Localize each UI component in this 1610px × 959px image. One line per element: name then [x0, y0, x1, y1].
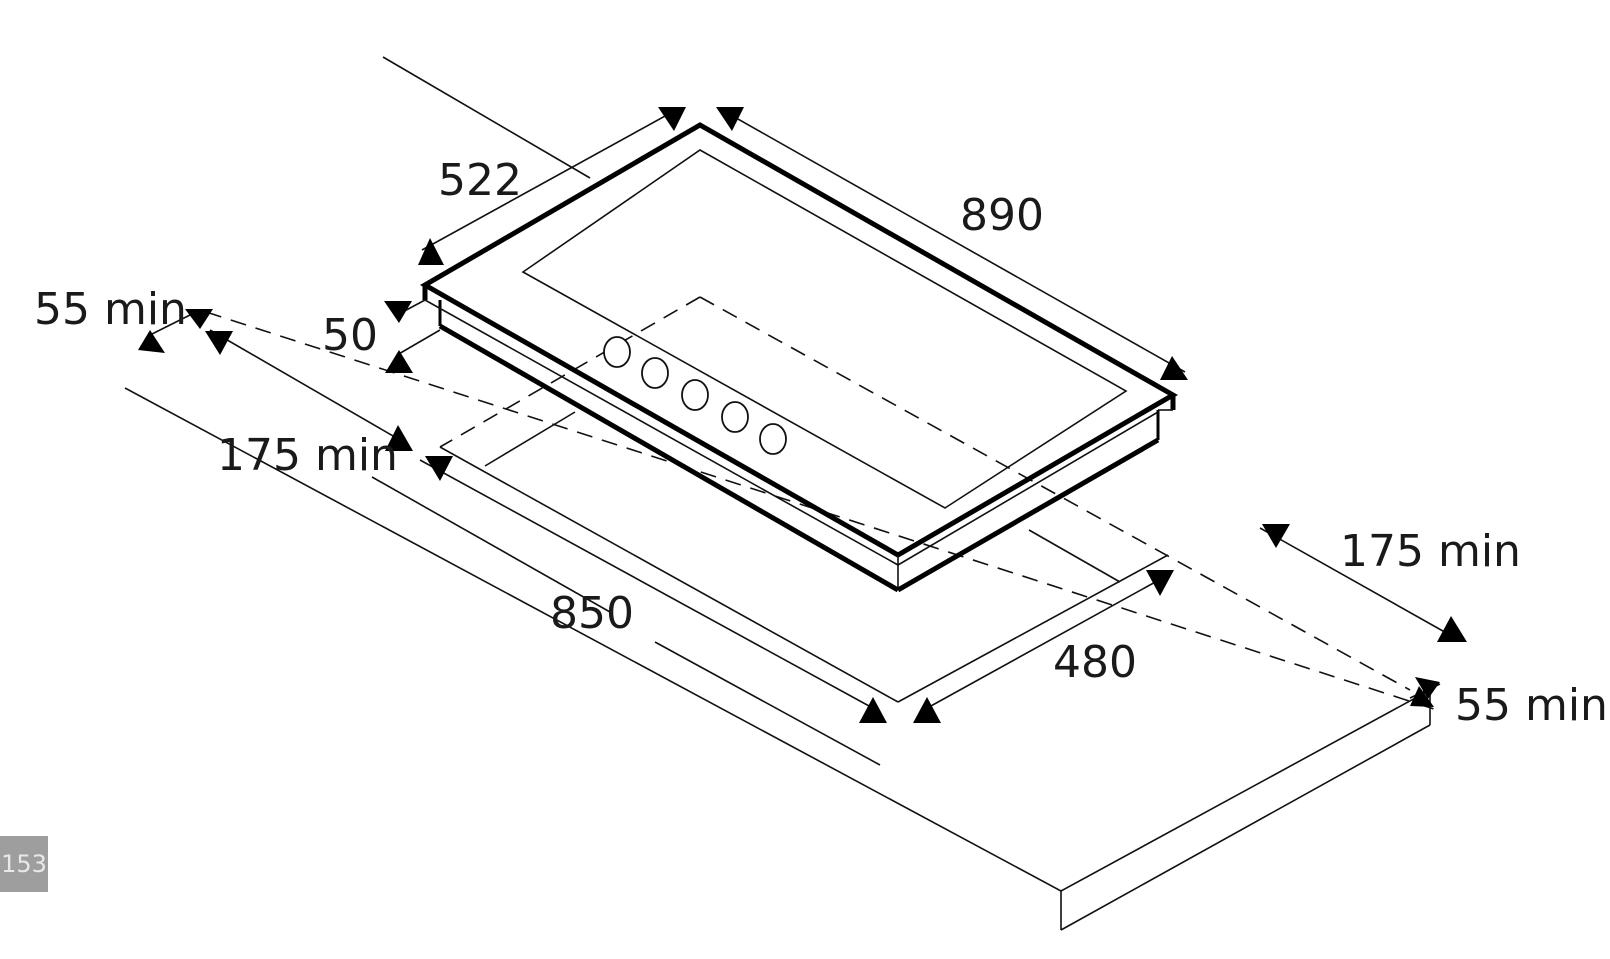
knob [721, 401, 749, 433]
control-knobs [603, 336, 787, 455]
knob [603, 336, 631, 368]
left-clearance-label: 175 min [217, 430, 398, 481]
page-number-badge: 153 [0, 836, 48, 892]
back-clearance-label: 55 min [34, 284, 187, 335]
dimension-arrows [138, 107, 1467, 723]
cutout-depth-label: 480 [1053, 637, 1137, 688]
cutout-outline [205, 296, 1435, 710]
knob [681, 379, 709, 411]
dimension-labels: 522 890 55 min 50 175 min 850 480 175 mi… [34, 155, 1608, 731]
knob [641, 357, 669, 389]
hob-depth-label: 522 [438, 155, 522, 206]
knob [759, 423, 787, 455]
worktop [124, 56, 1431, 931]
hob-height-label: 50 [322, 310, 378, 361]
hob [419, 122, 1179, 593]
cutout-width-label: 850 [550, 588, 634, 639]
right-clearance-label: 175 min [1340, 526, 1521, 577]
hob-width-label: 890 [960, 190, 1044, 241]
front-clearance-label: 55 min [1455, 680, 1608, 731]
